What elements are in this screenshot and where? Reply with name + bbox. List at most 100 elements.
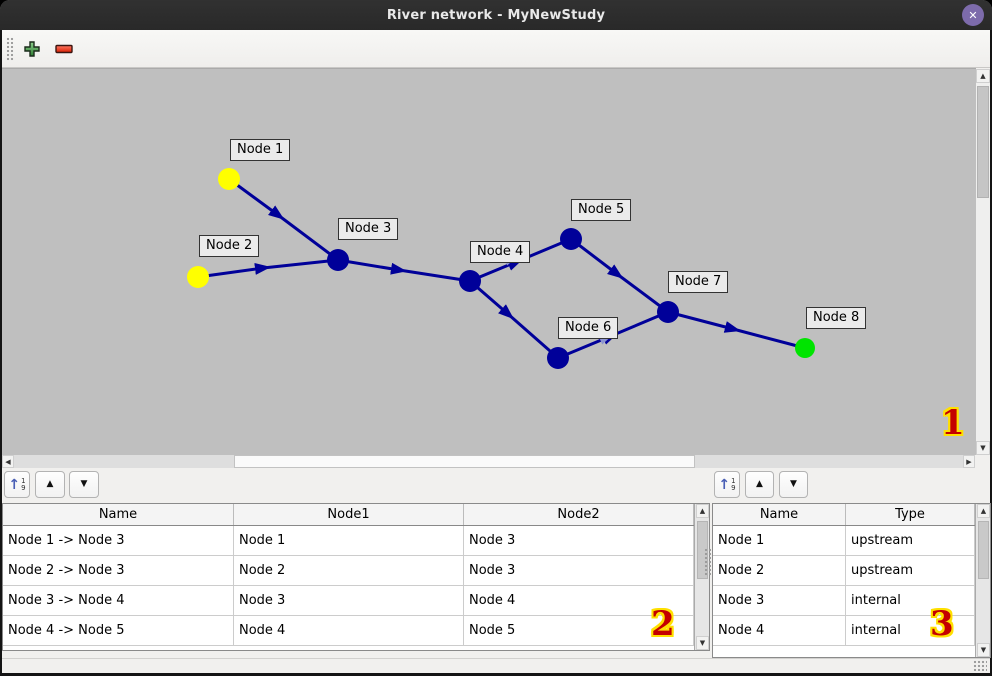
- window-bottom-border: [0, 673, 992, 676]
- links-table-vscrollbar[interactable]: ▲ ▼: [694, 504, 709, 650]
- vscroll-thumb[interactable]: [978, 521, 989, 579]
- right-arrow-icon: ▶: [966, 457, 972, 466]
- edge-node-4-node-6[interactable]: [469, 279, 559, 360]
- node-node-3[interactable]: [327, 249, 349, 271]
- table-cell: Node 3: [713, 586, 846, 615]
- hscroll-thumb[interactable]: [234, 455, 695, 468]
- down-arrow-icon: ▼: [699, 639, 706, 647]
- titlebar[interactable]: River network - MyNewStudy ✕: [0, 0, 992, 30]
- scroll-down-button[interactable]: ▼: [976, 441, 990, 455]
- node-label-node-8[interactable]: Node 8: [806, 307, 867, 329]
- up-arrow-icon: ▲: [699, 507, 706, 515]
- scroll-up-button[interactable]: ▲: [696, 504, 709, 518]
- close-button[interactable]: ✕: [962, 4, 984, 26]
- edge-node-3-node-4[interactable]: [337, 258, 471, 283]
- table-cell: Node 2: [234, 556, 464, 585]
- column-header-name[interactable]: Name: [713, 504, 846, 525]
- move-down-icon: ▼: [790, 479, 797, 489]
- links-move-up-button[interactable]: ▲: [35, 471, 65, 498]
- node-label-node-5[interactable]: Node 5: [571, 199, 632, 221]
- table-cell: Node 4: [234, 616, 464, 645]
- table-cell: Node 3: [464, 556, 694, 585]
- column-header-node1[interactable]: Node1: [234, 504, 464, 525]
- edge-node-7-node-8[interactable]: [667, 310, 806, 350]
- table-splitter-handle[interactable]: [704, 548, 711, 576]
- river-network-graph: [187, 168, 815, 369]
- scroll-down-button[interactable]: ▼: [696, 636, 709, 650]
- canvas-hscrollbar[interactable]: ◀ ▶: [2, 455, 975, 468]
- table-cell: Node 3 -> Node 4: [3, 586, 234, 615]
- toolbar-drag-handle[interactable]: [6, 37, 14, 61]
- network-canvas[interactable]: Node 1 Node 2 Node 3 Node 4 Node 5 Node 6 Node…: [2, 68, 976, 455]
- node-label-node-4[interactable]: Node 4: [470, 241, 531, 263]
- node-node-5[interactable]: [560, 228, 582, 250]
- up-arrow-icon: ▲: [980, 507, 987, 515]
- node-node-1[interactable]: [218, 168, 240, 190]
- edge-node-2-node-3[interactable]: [197, 258, 339, 279]
- nodes-move-up-button[interactable]: ▲: [745, 471, 774, 498]
- remove-icon: [55, 44, 73, 54]
- node-node-2[interactable]: [187, 266, 209, 288]
- table-cell: internal: [846, 586, 975, 615]
- scroll-right-button[interactable]: ▶: [963, 455, 975, 468]
- down-arrow-icon: ▼: [980, 444, 986, 452]
- table-cell: Node 1: [234, 526, 464, 555]
- nodes-table-vscrollbar[interactable]: ▲ ▼: [975, 504, 990, 657]
- scroll-up-button[interactable]: ▲: [977, 504, 990, 518]
- table-cell: Node 1: [713, 526, 846, 555]
- column-header-type[interactable]: Type: [846, 504, 975, 525]
- column-header-name[interactable]: Name: [3, 504, 234, 525]
- nodes-move-down-button[interactable]: ▼: [779, 471, 808, 498]
- node-node-6[interactable]: [547, 347, 569, 369]
- table-cell: Node 2: [713, 556, 846, 585]
- move-up-icon: ▲: [756, 479, 763, 489]
- add-node-button[interactable]: [20, 38, 44, 60]
- canvas-vscrollbar[interactable]: ▲ ▼: [976, 69, 990, 455]
- table-cell: upstream: [846, 556, 975, 585]
- node-node-7[interactable]: [657, 301, 679, 323]
- scroll-down-button[interactable]: ▼: [977, 643, 990, 657]
- table-cell: Node 4: [464, 586, 694, 615]
- main-toolbar: [2, 30, 990, 68]
- left-arrow-icon: ◀: [5, 457, 11, 466]
- node-label-node-1[interactable]: Node 1: [230, 139, 291, 161]
- edge-node-1-node-3[interactable]: [228, 177, 339, 262]
- links-move-down-button[interactable]: ▼: [69, 471, 99, 498]
- node-label-node-6[interactable]: Node 6: [558, 317, 619, 339]
- node-node-4[interactable]: [459, 270, 481, 292]
- remove-node-button[interactable]: [52, 38, 76, 60]
- resize-grip[interactable]: [973, 660, 987, 671]
- vscroll-thumb[interactable]: [977, 86, 989, 198]
- node-node-8[interactable]: [795, 338, 815, 358]
- scroll-left-button[interactable]: ◀: [2, 455, 14, 468]
- close-icon: ✕: [968, 8, 978, 22]
- table-cell: internal: [846, 616, 975, 645]
- node-label-node-2[interactable]: Node 2: [199, 235, 260, 257]
- nodes-table-header: Name Type: [713, 504, 990, 526]
- table-cell: Node 5: [464, 616, 694, 645]
- table-cell: Node 3: [234, 586, 464, 615]
- node-label-node-3[interactable]: Node 3: [338, 218, 399, 240]
- down-arrow-icon: ▼: [980, 646, 987, 654]
- scroll-up-button[interactable]: ▲: [976, 69, 990, 83]
- column-header-node2[interactable]: Node2: [464, 504, 694, 525]
- table-cell: Node 4: [713, 616, 846, 645]
- table-cell: Node 3: [464, 526, 694, 555]
- node-label-node-7[interactable]: Node 7: [668, 271, 729, 293]
- edge-node-5-node-7[interactable]: [570, 237, 669, 314]
